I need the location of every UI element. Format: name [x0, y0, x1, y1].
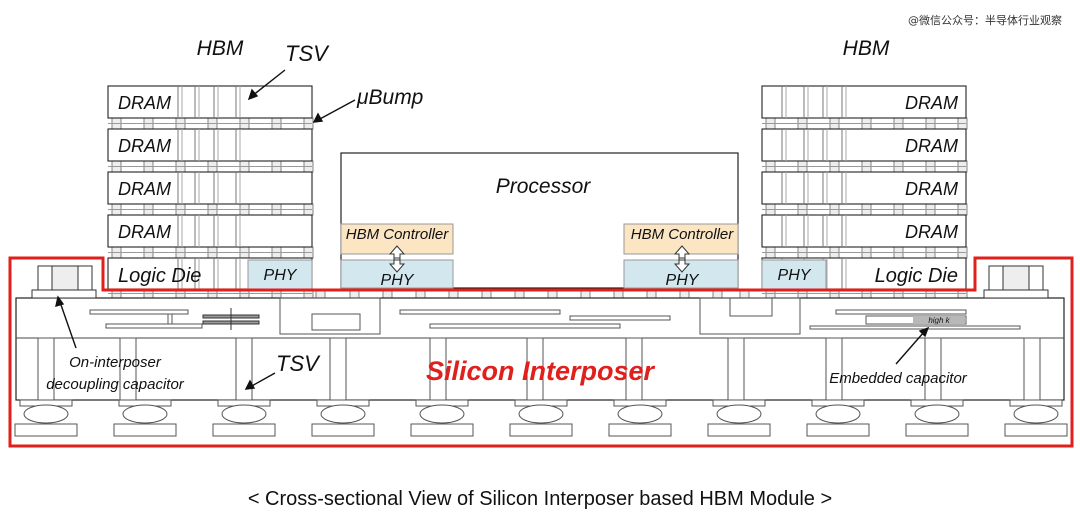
dram-die [107, 214, 313, 248]
logic-phy [761, 259, 827, 290]
substrate-pad [410, 423, 474, 437]
processor-phy-right-label: PHY [666, 272, 700, 289]
watermark: @微信公众号：半导体行业观察 [908, 13, 1062, 27]
dram-label: DRAM [118, 136, 171, 156]
double-arrow-icon [673, 245, 691, 273]
hbm-controller-right-label: HBM Controller [631, 226, 735, 243]
c4-bumps [14, 399, 1068, 437]
hbm-left-label: HBM [197, 37, 244, 60]
silicon-interposer: high k [15, 297, 1065, 401]
logic-die-label: Logic Die [875, 265, 958, 287]
c4-bump [122, 404, 168, 424]
c4-bump [320, 404, 366, 424]
dram-die [761, 171, 967, 205]
hbm-right-label: HBM [843, 37, 890, 60]
logic-die-label: Logic Die [118, 265, 201, 287]
substrate-pad [608, 423, 672, 437]
interposer-tsv [1023, 337, 1041, 401]
dram-label: DRAM [118, 93, 171, 113]
annotation-arrows [55, 69, 930, 390]
c4-bump [419, 404, 465, 424]
processor-label: Processor [496, 175, 592, 198]
dram-die [761, 85, 967, 119]
decap-label-line2: decoupling capacitor [46, 376, 185, 393]
logic-phy [247, 259, 313, 290]
interposer-tsv [727, 337, 745, 401]
hbm-stack-right: DRAM DRAM DRAM DRAM PHY Logic Die [761, 85, 967, 290]
dram-label: DRAM [118, 222, 171, 242]
high-k-layer [913, 316, 965, 324]
substrate-pad [14, 423, 78, 437]
substrate-pad [806, 423, 870, 437]
c4-bump [815, 404, 861, 424]
c4-bump [221, 404, 267, 424]
on-interposer-decap-right [983, 265, 1049, 299]
c4-bump [23, 404, 69, 424]
logic-phy-label: PHY [264, 267, 298, 284]
substrate-pad [509, 423, 573, 437]
interposer-tsv [329, 337, 347, 401]
dram-label: DRAM [905, 93, 958, 113]
dram-die [761, 214, 967, 248]
interposer-tsv [924, 337, 942, 401]
c4-bump [716, 404, 762, 424]
ubump-label: μBump [356, 86, 423, 109]
hbm-stack-left: DRAM DRAM DRAM DRAM PHY Logic Die [107, 85, 313, 290]
decap-label-line1: On-interposer [69, 354, 162, 371]
substrate-pad [212, 423, 276, 437]
embedded-capacitor-label: Embedded capacitor [829, 370, 968, 387]
hbm-controller-left-label: HBM Controller [346, 226, 450, 243]
c4-bump [617, 404, 663, 424]
substrate-pad [707, 423, 771, 437]
interposer-tsv [235, 337, 253, 401]
dram-die [761, 128, 967, 162]
dram-label: DRAM [905, 179, 958, 199]
on-interposer-decap-left [31, 265, 97, 299]
interposer-tsv-label: TSV [276, 351, 321, 376]
caption: < Cross-sectional View of Silicon Interp… [248, 488, 832, 510]
interposer-outline-highlight [8, 256, 1074, 448]
substrate-pad [311, 423, 375, 437]
dram-die [107, 128, 313, 162]
dram-label: DRAM [118, 179, 171, 199]
tsv-label: TSV [285, 41, 330, 66]
substrate-pad [113, 423, 177, 437]
substrate-pad [1004, 423, 1068, 437]
logic-phy-label: PHY [778, 267, 812, 284]
c4-bump [914, 404, 960, 424]
dram-label: DRAM [905, 222, 958, 242]
interposer-tsv [825, 337, 843, 401]
dram-die [107, 171, 313, 205]
processor-phy-left-label: PHY [381, 272, 415, 289]
high-k-label: high k [928, 316, 950, 325]
double-arrow-icon [388, 245, 406, 273]
c4-bump [518, 404, 564, 424]
processor-die: Processor HBM Controller HBM Controller … [340, 152, 739, 289]
dram-label: DRAM [905, 136, 958, 156]
substrate-pad [905, 423, 969, 437]
c4-bump [1013, 404, 1059, 424]
capacitor-symbol-icon [202, 308, 260, 330]
silicon-interposer-label: Silicon Interposer [426, 356, 656, 386]
dram-die [107, 85, 313, 119]
